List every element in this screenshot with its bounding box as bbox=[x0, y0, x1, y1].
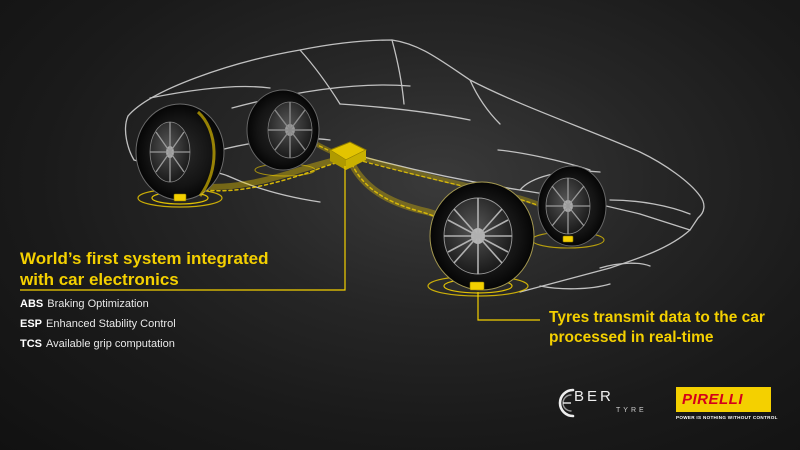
feature-item-tcs: TCS Available grip computation bbox=[20, 334, 176, 354]
feature-abbr: ESP bbox=[20, 318, 43, 330]
tyre-data-callout: Tyres transmit data to the car processed… bbox=[549, 308, 765, 348]
sensor-icon bbox=[173, 193, 574, 291]
tyre-icon bbox=[537, 165, 607, 247]
headline: World’s first system integrated with car… bbox=[20, 248, 350, 290]
tyre-icon bbox=[246, 89, 320, 171]
feature-abbr: ABS bbox=[20, 298, 44, 310]
cyber-tyre-logo-word: BER bbox=[574, 388, 614, 405]
callout-line-1: Tyres transmit data to the car bbox=[549, 309, 765, 326]
pirelli-wordmark: PIRELLI bbox=[682, 391, 744, 408]
headline-line-2: with car electronics bbox=[20, 270, 179, 289]
feature-text: Braking Optimization bbox=[47, 298, 149, 310]
ecu-unit-icon bbox=[328, 141, 368, 170]
tyre-icon bbox=[429, 181, 535, 291]
callout-line-2: processed in real-time bbox=[549, 329, 714, 346]
cyber-c-icon bbox=[558, 388, 575, 418]
cyber-tyre-logo-subword: TYRE bbox=[616, 407, 647, 414]
feature-text: Enhanced Stability Control bbox=[46, 318, 176, 330]
headline-line-1: World’s first system integrated bbox=[20, 249, 269, 268]
feature-abbr: TCS bbox=[20, 338, 42, 350]
callout-leader-lines bbox=[20, 166, 540, 321]
pirelli-p-icon: PIRELLI bbox=[676, 387, 771, 412]
pirelli-logo: PIRELLI POWER IS NOTHING WITHOUT CONTROL bbox=[676, 387, 778, 421]
feature-text: Available grip computation bbox=[46, 338, 175, 350]
tyre-icon bbox=[135, 103, 225, 201]
pirelli-tagline: POWER IS NOTHING WITHOUT CONTROL bbox=[676, 415, 778, 420]
